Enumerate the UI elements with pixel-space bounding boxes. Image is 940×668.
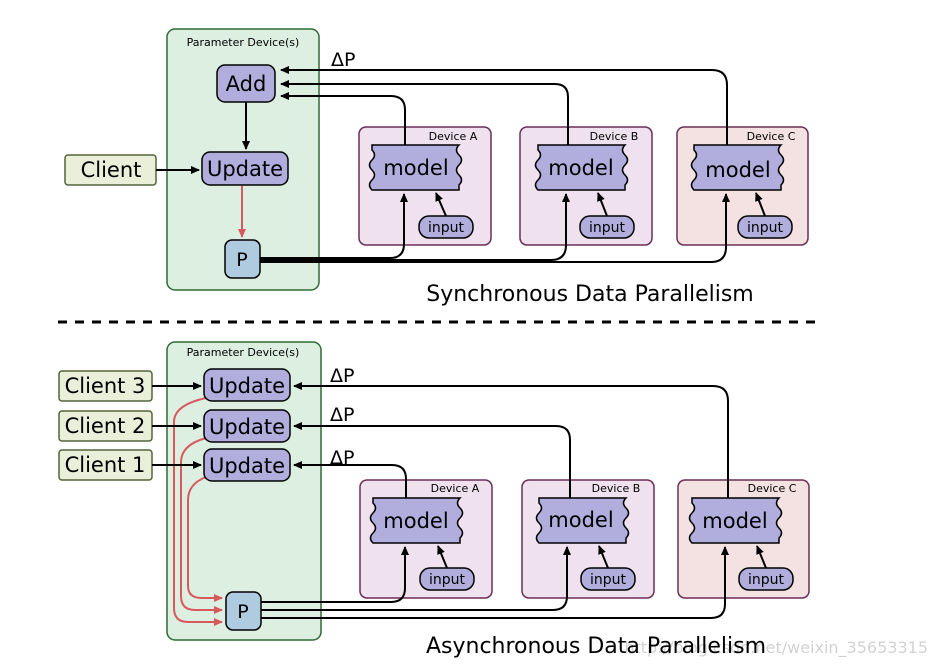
sync-client-label: Client bbox=[81, 158, 142, 182]
async-delta-label-c: ΔP bbox=[330, 365, 354, 387]
sync-input-a-label: input bbox=[428, 220, 465, 236]
sync-device-c-title: Device C bbox=[747, 130, 796, 143]
sync-model-b-shape bbox=[534, 144, 629, 191]
sync-input-b-label: input bbox=[589, 220, 626, 236]
sync-p-label: P bbox=[236, 249, 247, 271]
sync-update-node bbox=[201, 151, 289, 186]
async-model-b-shape bbox=[535, 497, 630, 544]
async-client-2-label: Client 2 bbox=[65, 414, 146, 438]
sync-model-b-label: model bbox=[548, 156, 613, 180]
sync-delta-arrow-c bbox=[280, 66, 728, 145]
async-delta-arrow-a bbox=[293, 461, 407, 498]
async-client-3-label: Client 3 bbox=[65, 374, 146, 398]
sync-parameter-device-title: Parameter Device(s) bbox=[187, 36, 300, 49]
sync-model-c-label: model bbox=[705, 158, 770, 182]
async-input-a-arrow bbox=[437, 545, 448, 569]
async-delta-label-b: ΔP bbox=[330, 404, 354, 426]
sync-p-to-model-c bbox=[260, 193, 730, 263]
async-p-label: P bbox=[237, 601, 248, 623]
sync-p-to-model-b bbox=[260, 193, 570, 261]
sync-caption: Synchronous Data Parallelism bbox=[426, 282, 753, 307]
async-model-a-shape bbox=[369, 497, 464, 544]
sync-device-a-title: Device A bbox=[429, 130, 478, 143]
async-device-a-title: Device A bbox=[431, 482, 480, 495]
sync-delta-arrow-a bbox=[280, 92, 406, 145]
async-update-node-3 bbox=[203, 368, 291, 402]
async-delta-arrow-c bbox=[293, 382, 729, 498]
sync-update-label: Update bbox=[207, 157, 283, 181]
async-model-b-label: model bbox=[548, 508, 613, 532]
async-model-c-label: model bbox=[702, 509, 767, 533]
async-input-b-label: input bbox=[590, 572, 627, 588]
async-p-to-model-a bbox=[261, 546, 409, 603]
async-p-to-model-c bbox=[261, 546, 729, 619]
async-input-c-arrow bbox=[756, 545, 767, 569]
async-delta-label-a: ΔP bbox=[330, 447, 354, 469]
sync-input-c-arrow bbox=[755, 192, 766, 217]
watermark-text: http://blog.csdn.net/weixin_35653315 bbox=[624, 638, 928, 658]
async-delta-arrow-b bbox=[293, 422, 571, 498]
async-client-1-label: Client 1 bbox=[65, 453, 146, 477]
async-caption: Asynchronous Data Parallelism bbox=[426, 634, 766, 659]
async-update2-to-p-arrow bbox=[180, 437, 223, 614]
sync-add-label: Add bbox=[226, 72, 267, 96]
async-update-1-label: Update bbox=[209, 454, 285, 478]
async-update3-to-p-arrow bbox=[173, 397, 223, 626]
async-device-c-title: Device C bbox=[748, 482, 797, 495]
async-input-b-arrow bbox=[598, 545, 609, 569]
async-input-c-label: input bbox=[748, 572, 785, 588]
sync-model-a-label: model bbox=[383, 156, 448, 180]
async-input-a-label: input bbox=[429, 572, 466, 588]
async-model-c-shape bbox=[688, 497, 783, 544]
async-update-3-label: Update bbox=[209, 374, 285, 398]
sync-delta-label: ΔP bbox=[331, 49, 355, 71]
sync-device-b-title: Device B bbox=[590, 130, 639, 143]
sync-model-a-shape bbox=[368, 144, 463, 191]
async-update-node-1 bbox=[203, 448, 291, 482]
sync-delta-arrow-b bbox=[280, 80, 569, 145]
async-device-b-title: Device B bbox=[592, 482, 641, 495]
sync-model-c-shape bbox=[690, 144, 785, 191]
async-p-to-model-b bbox=[261, 546, 571, 611]
sync-input-a-arrow bbox=[435, 192, 447, 217]
async-update1-to-p-arrow bbox=[187, 476, 223, 602]
async-parameter-device-title: Parameter Device(s) bbox=[187, 346, 300, 359]
async-update-2-label: Update bbox=[209, 415, 285, 439]
sync-input-c-label: input bbox=[747, 220, 784, 236]
sync-section: Parameter Device(s) Device A Device B De… bbox=[64, 28, 809, 307]
async-model-a-label: model bbox=[383, 509, 448, 533]
async-section: Parameter Device(s) Device A Device B De… bbox=[58, 341, 810, 659]
async-update-node-2 bbox=[203, 409, 291, 443]
sync-input-b-arrow bbox=[597, 192, 608, 217]
sync-p-to-model-a bbox=[260, 193, 408, 259]
